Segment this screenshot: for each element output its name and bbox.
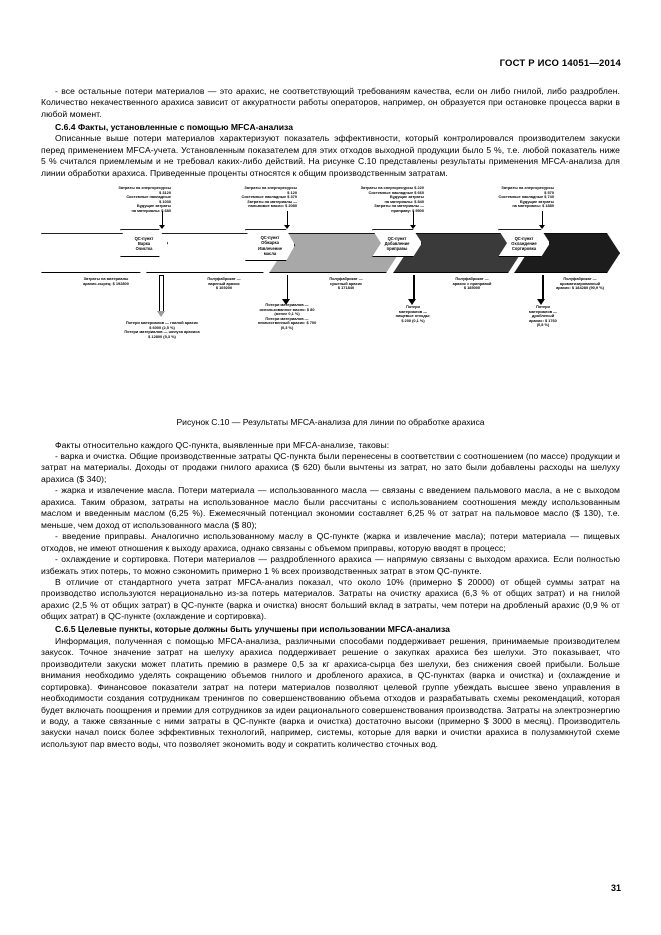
input-arrowhead-4	[539, 225, 545, 230]
loss-connector-1	[159, 275, 164, 314]
intermediate-label-3: Полуфабрикат — арахис с приправой $ 1850…	[452, 276, 492, 291]
intermediate-label-1: Полуфабрикат — вареный арахис $ 169200	[207, 276, 241, 291]
stage-input-label-4: Затраты на энергоресурсы $ 570 Системные…	[498, 185, 554, 209]
page-number: 31	[610, 883, 621, 893]
input-connector-3	[413, 211, 414, 227]
intermediate-label-2: Полуфабрикат — сушеный арахис $ 171840	[329, 276, 363, 291]
loss-label-1: Потери материалов — гнилой арахис $ 6000…	[124, 320, 200, 339]
qc-point-4[interactable]: QC-пункт Охлаждение Сортировка	[498, 229, 550, 257]
input-arrowhead-1	[159, 225, 165, 230]
paragraph-boiling: - варка и очистка. Общие производственны…	[41, 451, 620, 484]
qc-point-1[interactable]: QC-пункт Варка Очистка	[120, 229, 168, 257]
input-arrowhead-2	[284, 225, 290, 230]
input-arrowhead-3	[410, 225, 416, 230]
figure-caption: Рисунок С.10 — Результаты MFCA-анализа д…	[176, 417, 485, 428]
loss-connector-2	[287, 275, 288, 302]
loss-arrowhead-2	[282, 299, 290, 306]
paragraph-comparison: В отличие от стандартного учета затрат M…	[41, 577, 620, 622]
page-header: ГОСТ Р ИСО 14051—2014	[499, 58, 621, 69]
loss-label-2: Потери материалов — использованное масло…	[257, 302, 317, 330]
loss-arrowhead-1	[157, 311, 165, 318]
stage-input-label-3: Затраты на энергоресурсы $ 220 Системные…	[360, 185, 424, 213]
paragraph-cooling: - охлаждение и сортировка. Потери матери…	[41, 554, 620, 576]
stage-input-label-1: Затраты на энергоресурсы $ 3120 Системны…	[118, 185, 171, 213]
heading-c64: С.6.4 Факты, установленные с помощью MFC…	[55, 121, 293, 132]
input-connector-1	[162, 211, 163, 227]
paragraph-c65-body: Информация, полученная с помощью MFCA-ан…	[41, 635, 620, 749]
loss-arrowhead-4	[537, 299, 545, 306]
stage-input-label-2: Затраты на энергоресурсы $ 120 Системные…	[241, 185, 297, 209]
paragraph-seasoning: - введение приправы. Аналогично использо…	[41, 531, 620, 553]
paragraph-facts-intro: Факты относительно каждого QC-пункта, вы…	[55, 439, 390, 450]
input-connector-4	[542, 211, 543, 227]
loss-label-4: Потери материалов — дробленый арахис: $ …	[528, 304, 558, 328]
intermediate-label-4: Полуфабрикат — ароматизированный арахис:…	[556, 276, 604, 291]
loss-connector-3	[413, 275, 415, 302]
figure-c10-mfca-flow: Затраты на энергоресурсы $ 3120 Системны…	[41, 185, 620, 415]
heading-c65: С.6.5 Целевые пункты, которые должны быт…	[55, 624, 450, 635]
input-material-label: Затраты на материалы арахис-сырец: $ 192…	[83, 276, 129, 286]
loss-arrowhead-3	[408, 299, 416, 306]
page-content: - все остальные потери материалов — это …	[41, 86, 620, 750]
paragraph-roasting: - жарка и извлечение масла. Потери матер…	[41, 485, 620, 530]
paragraph-c64-body: Описанные выше потери материалов характе…	[41, 133, 620, 178]
loss-connector-4	[542, 275, 544, 302]
loss-label-3: Потери материалов — пищевые отходы: $ 20…	[395, 304, 431, 323]
input-connector-2	[287, 211, 288, 227]
paragraph-intro: - все остальные потери материалов — это …	[41, 86, 620, 119]
